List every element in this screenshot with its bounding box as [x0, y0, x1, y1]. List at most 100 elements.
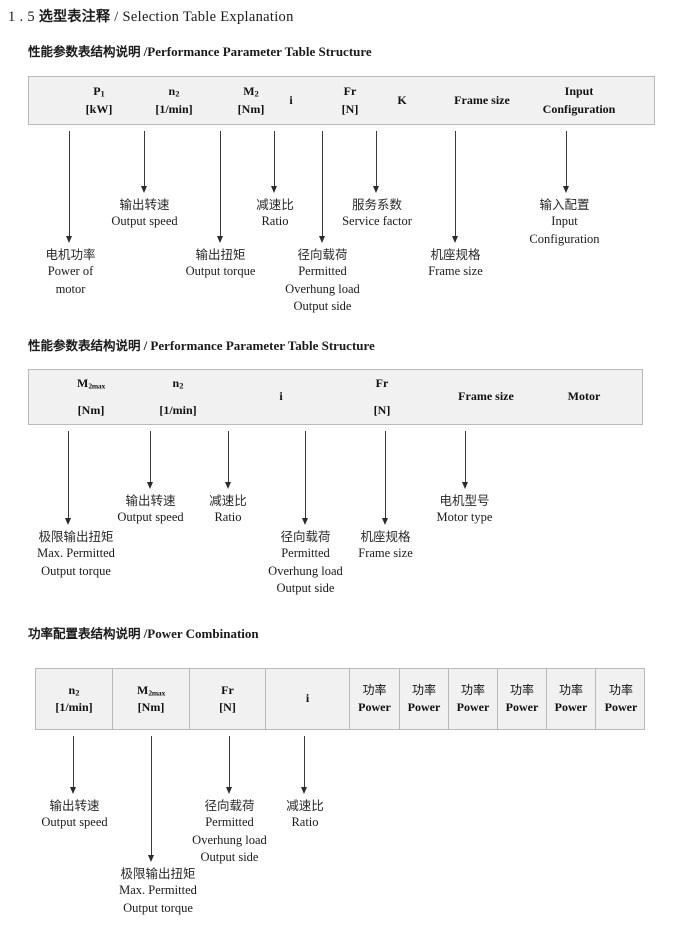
- table2-col-n2-unit: [1/min]: [159, 403, 197, 417]
- arrow-frame-size: [451, 131, 460, 243]
- callout-ratio-en: Ratio: [261, 214, 289, 229]
- callout-overhung-load-2-en-1: Permitted: [281, 546, 330, 561]
- table1-col-configuration-label: Configuration: [542, 101, 616, 116]
- table3-col-power-3-en: Power: [456, 700, 490, 714]
- section-heading-2-sep: /: [143, 338, 148, 353]
- callout-service-factor-en: Service factor: [342, 214, 412, 229]
- table1-col-m2-sub: 2: [254, 88, 259, 99]
- table2-col-m2max-sub: 2max: [88, 380, 106, 390]
- table3-col-m2max-sub: 2max: [148, 687, 166, 697]
- table3-col-power-5-cn: 功率: [558, 682, 583, 697]
- arrow-input-configuration: [562, 131, 571, 193]
- table2-col-frame-size-label: Frame size: [458, 389, 514, 404]
- callout-power-of-motor-en-2: motor: [55, 281, 86, 296]
- callout-output-speed-2: 输出转速 Output speed: [98, 492, 203, 527]
- table2-col-frame-size: Frame size: [431, 370, 541, 424]
- table2-col-n2-sub: 2: [179, 380, 184, 391]
- page-title: 1 . 5 选型表注释 / Selection Table Explanatio…: [8, 6, 294, 26]
- callout-overhung-load-en-1: Permitted: [298, 264, 347, 279]
- arrow-power-of-motor: [65, 131, 74, 243]
- page-title-en: Selection Table Explanation: [122, 9, 294, 25]
- table3-col-power-6-cn: 功率: [608, 682, 633, 697]
- table1-col-m2-symbol: M: [243, 84, 255, 99]
- table3-col-fr-symbol: Fr: [221, 682, 234, 697]
- callout-frame-size-en: Frame size: [428, 264, 483, 279]
- table1-col-n2-symbol: n: [168, 84, 176, 99]
- arrow-output-torque: [216, 131, 225, 243]
- callout-max-torque-3-cn: 极限输出扭矩: [120, 866, 196, 881]
- table3-col-power-2-en: Power: [407, 700, 441, 714]
- table3-col-power-4: 功率 Power: [498, 669, 547, 729]
- section-heading-3-sep: /: [143, 626, 148, 641]
- table2-col-m2max: M2max [Nm]: [51, 370, 131, 424]
- callout-power-of-motor-en-1: Power of: [47, 264, 94, 279]
- table3-col-fr: Fr [N]: [190, 669, 266, 729]
- callout-power-of-motor: 电机功率 Power of motor: [18, 246, 123, 298]
- arrow-overhung-load-2: [301, 431, 310, 525]
- arrow-overhung-load-3: [225, 736, 234, 794]
- section-heading-3-en: Power Combination: [147, 626, 259, 641]
- table3-col-fr-unit: [N]: [219, 700, 236, 714]
- arrow-max-permitted-output-torque-3: [147, 736, 156, 862]
- callout-ratio-2-en: Ratio: [214, 510, 242, 525]
- section-heading-2: 性能参数表结构说明 / Performance Parameter Table …: [28, 335, 375, 354]
- callout-max-torque-3-en-2: Output torque: [123, 900, 193, 915]
- table1-col-n2-unit: [1/min]: [155, 101, 193, 116]
- callout-input-configuration-cn: 输入配置: [539, 197, 590, 212]
- table3-col-m2max-unit: [Nm]: [137, 700, 165, 714]
- callout-input-configuration-en-2: Configuration: [529, 231, 600, 246]
- table1-col-k: K: [369, 77, 435, 124]
- table3-col-i-symbol: i: [305, 691, 310, 706]
- callout-ratio: 减速比 Ratio: [235, 196, 315, 231]
- section-heading-1: 性能参数表结构说明 /Performance Parameter Table S…: [28, 41, 372, 60]
- callout-overhung-load-3: 径向载荷 Permitted Overhung load Output side: [172, 797, 287, 866]
- table3-col-power-4-en: Power: [505, 700, 539, 714]
- table3-col-power-3-cn: 功率: [460, 682, 485, 697]
- table1-col-p1: P1 [kW]: [59, 77, 139, 124]
- callout-output-speed-2-en: Output speed: [117, 510, 184, 525]
- callout-power-of-motor-cn: 电机功率: [45, 247, 96, 262]
- table1-col-m2-unit: [Nm]: [237, 101, 265, 116]
- table1-col-p1-symbol: P: [93, 84, 101, 99]
- table3-col-n2-unit: [1/min]: [55, 700, 93, 714]
- callout-ratio-cn: 减速比: [256, 197, 294, 212]
- callout-service-factor-cn: 服务系数: [351, 197, 402, 212]
- arrow-service-factor: [372, 131, 381, 193]
- callout-overhung-load: 径向载荷 Permitted Overhung load Output side: [265, 246, 380, 315]
- callout-max-torque-cn: 极限输出扭矩: [38, 529, 114, 544]
- callout-frame-size: 机座规格 Frame size: [403, 246, 508, 281]
- arrow-output-speed-3: [69, 736, 78, 794]
- power-combination-table: n2 [1/min] M2max [Nm] Fr [N] i 功率 Power …: [35, 668, 645, 730]
- callout-overhung-load-3-en-1: Permitted: [205, 815, 254, 830]
- section-heading-1-en: Performance Parameter Table Structure: [147, 44, 372, 59]
- table3-col-power-5: 功率 Power: [547, 669, 596, 729]
- section-number: 1 . 5: [8, 9, 35, 25]
- callout-output-speed-cn: 输出转速: [119, 197, 170, 212]
- table2-col-i: i: [251, 370, 311, 424]
- table1-col-i-symbol: i: [289, 92, 293, 107]
- table1-col-input-configuration: Input Configuration: [509, 77, 649, 124]
- callout-output-torque-cn: 输出扭矩: [195, 247, 246, 262]
- table2-col-m2max-symbol: M: [76, 375, 89, 390]
- table3-col-n2: n2 [1/min]: [36, 669, 113, 729]
- page-title-cn: 选型表注释: [38, 9, 111, 25]
- table3-col-i: i: [266, 669, 350, 729]
- table3-col-m2max: M2max [Nm]: [113, 669, 190, 729]
- callout-frame-size-2: 机座规格 Frame size: [333, 528, 438, 563]
- callout-overhung-load-en-2: Overhung load: [285, 281, 360, 296]
- callout-overhung-load-en-3: Output side: [293, 298, 352, 313]
- arrow-ratio-3: [300, 736, 309, 794]
- callout-output-speed-en: Output speed: [111, 214, 178, 229]
- callout-overhung-load-3-en-3: Output side: [200, 849, 259, 864]
- callout-overhung-load-cn: 径向载荷: [297, 247, 348, 262]
- table3-col-power-1-cn: 功率: [362, 682, 387, 697]
- callout-frame-size-cn: 机座规格: [430, 247, 481, 262]
- callout-frame-size-2-cn: 机座规格: [360, 529, 411, 544]
- callout-overhung-load-3-en-2: Overhung load: [192, 832, 267, 847]
- performance-parameter-table-2: M2max [Nm] n2 [1/min] i Fr [N] Frame siz…: [28, 369, 643, 425]
- callout-output-speed-2-cn: 输出转速: [125, 493, 176, 508]
- table3-col-power-1: 功率 Power: [350, 669, 400, 729]
- callout-input-configuration: 输入配置 Input Configuration: [512, 196, 617, 248]
- arrow-ratio: [270, 131, 279, 193]
